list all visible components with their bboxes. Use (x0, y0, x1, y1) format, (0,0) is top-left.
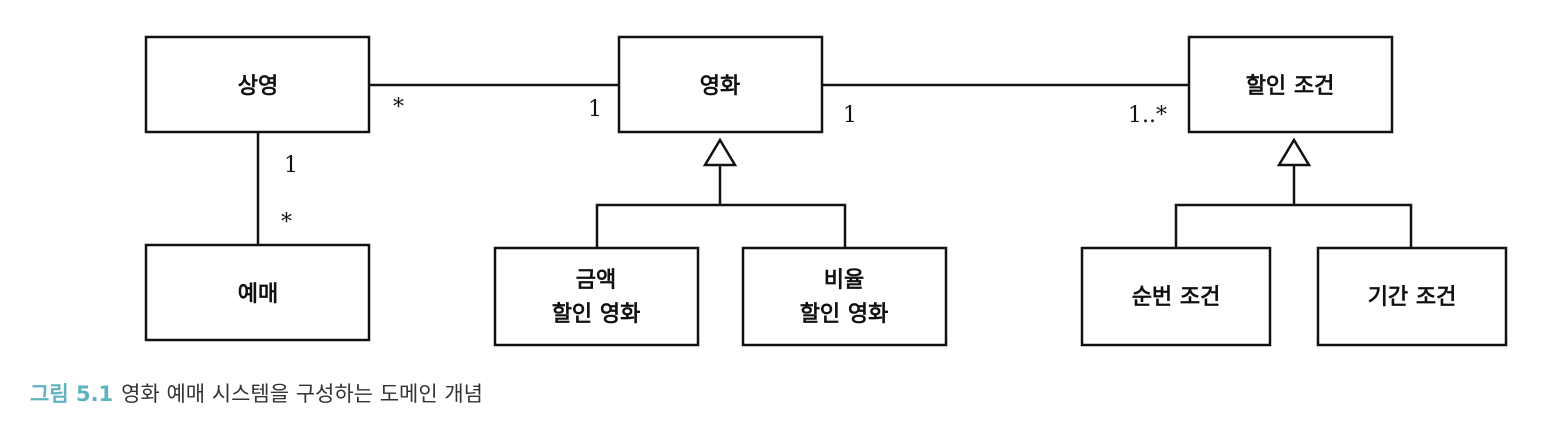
figure-caption-text: 영화 예매 시스템을 구성하는 도메인 개념 (121, 382, 483, 406)
multiplicity-condition-side: 1..* (1128, 103, 1167, 128)
class-box-percent-discount-movie (741, 246, 948, 347)
class-box-amount-discount-movie (493, 246, 700, 347)
label-movie: 영화 (700, 74, 740, 99)
generalization-condition-arrow (1276, 137, 1312, 167)
class-box-movie (617, 35, 824, 134)
class-box-discount-condition (1187, 35, 1394, 134)
multiplicity-movie-condition-movie-side: 1 (843, 103, 857, 128)
figure-caption: 그림 5.1 영화 예매 시스템을 구성하는 도메인 개념 (30, 378, 483, 408)
class-box-sequence-condition (1080, 246, 1272, 347)
label-reservation: 예매 (238, 282, 278, 307)
class-box-screening (144, 35, 371, 134)
label-screening: 상영 (238, 74, 278, 99)
label-percent-discount-movie-line2: 할인 영화 (800, 302, 889, 327)
label-discount-condition: 할인 조건 (1246, 74, 1335, 99)
label-percent-discount-movie-line1: 비율 (824, 268, 864, 293)
class-box-period-condition (1316, 246, 1508, 347)
multiplicity-screening-reservation-top: 1 (284, 153, 298, 178)
class-box-reservation (144, 243, 371, 342)
multiplicity-screening-side: * (393, 95, 404, 120)
multiplicity-movie-side: 1 (588, 97, 602, 122)
figure-number: 그림 5.1 (30, 382, 114, 406)
generalization-movie-arrow (702, 137, 738, 167)
label-amount-discount-movie-line1: 금액 (576, 268, 616, 293)
label-amount-discount-movie-line2: 할인 영화 (552, 302, 641, 327)
generalization-movie-branch (595, 203, 847, 248)
generalization-condition-branch (1174, 203, 1413, 248)
label-period-condition: 기간 조건 (1368, 285, 1457, 310)
label-sequence-condition: 순번 조건 (1132, 285, 1221, 310)
multiplicity-screening-reservation-bottom: * (281, 210, 292, 235)
